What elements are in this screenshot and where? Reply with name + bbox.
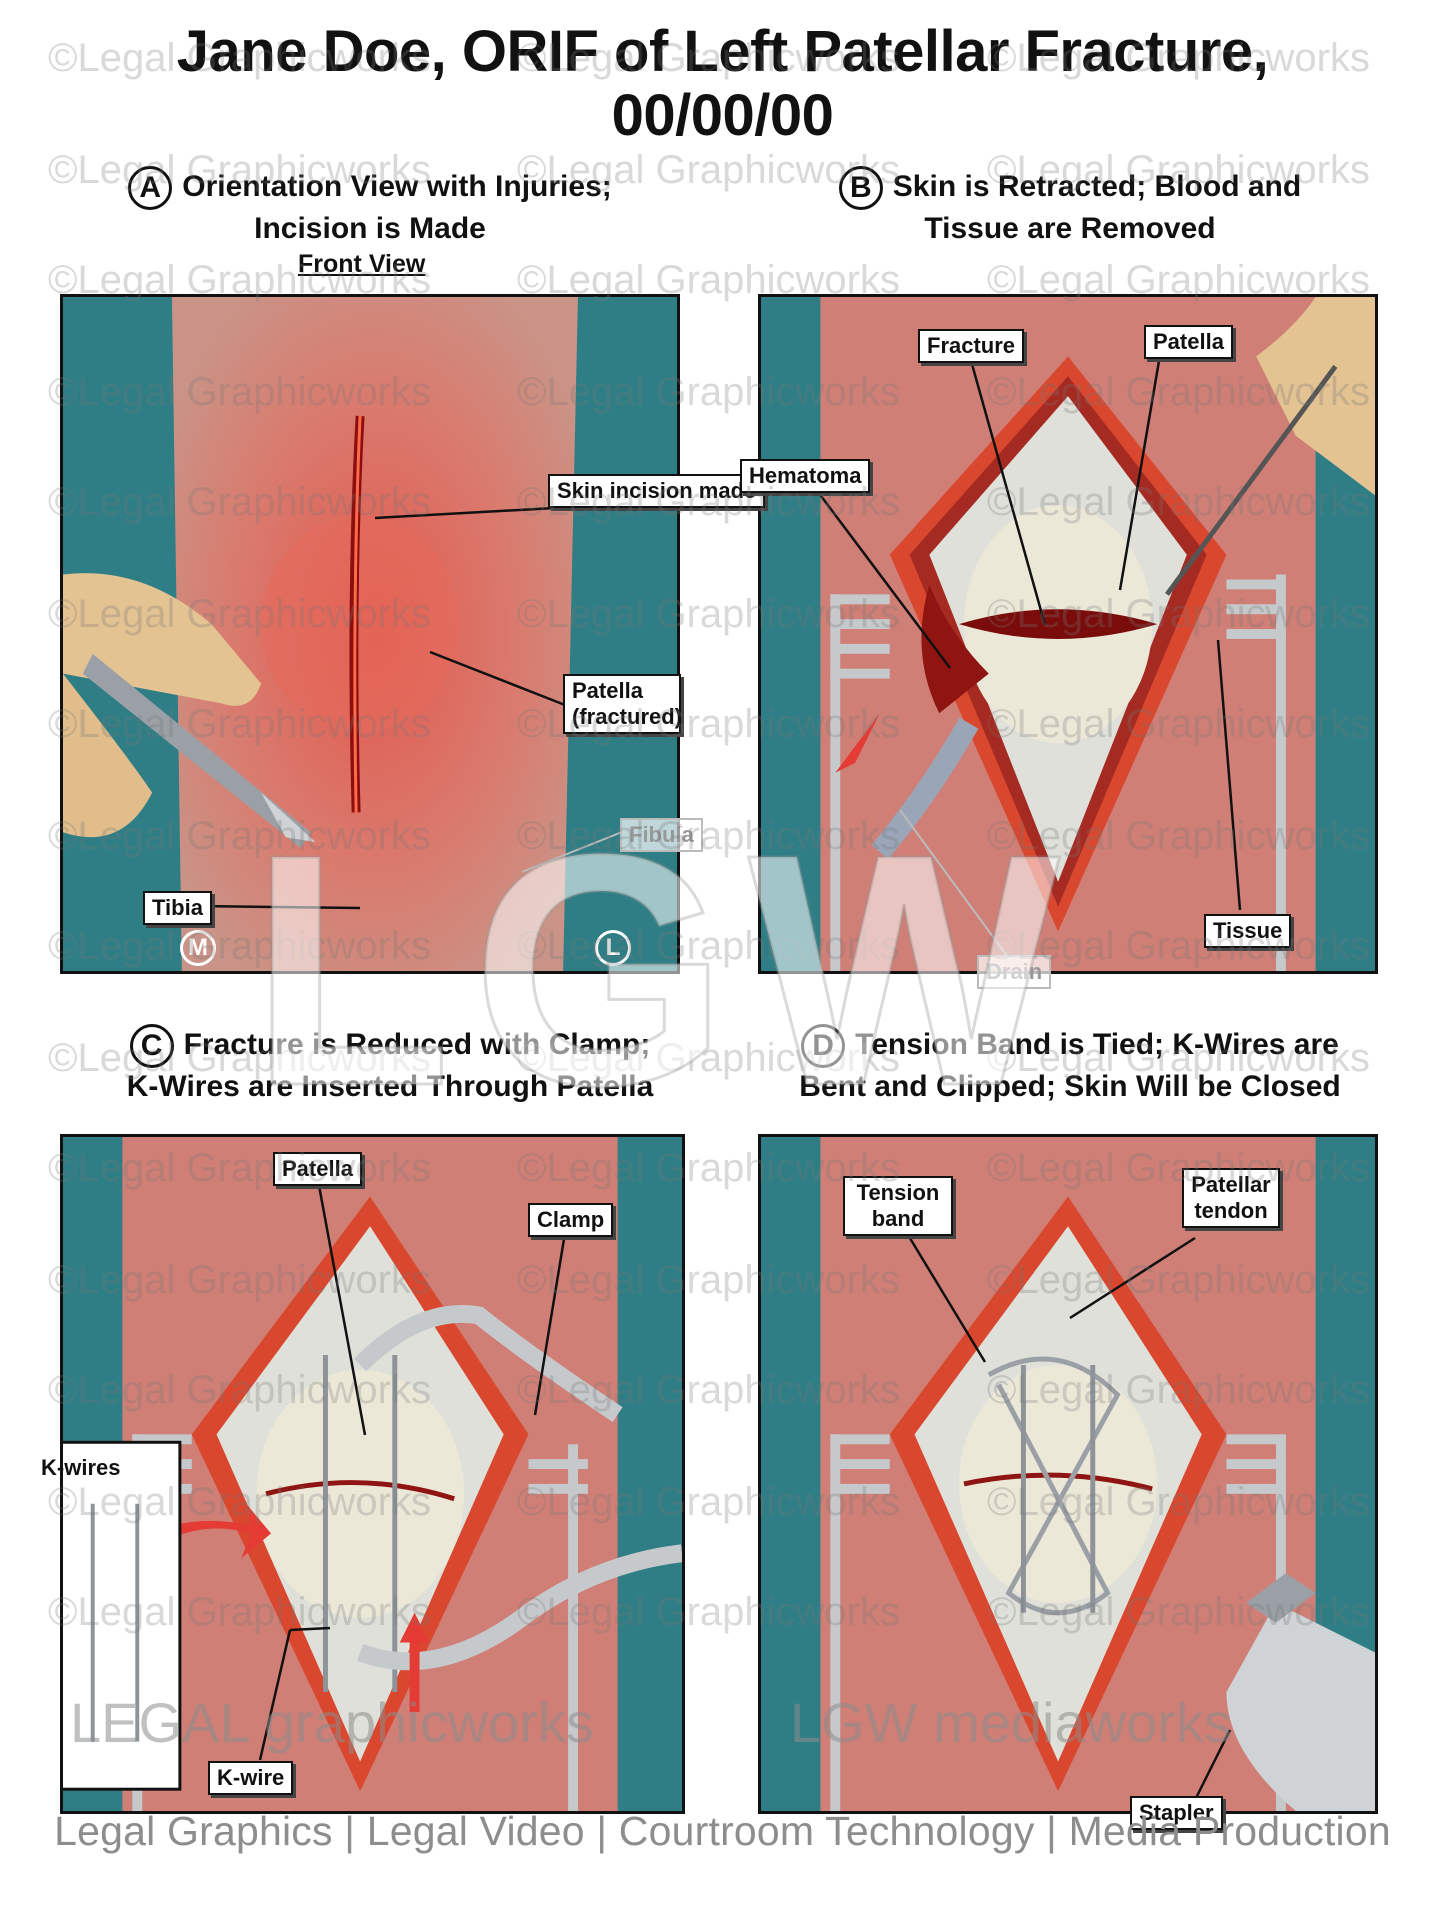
panel-c-badge: C (129, 1024, 174, 1068)
brand-lgw-mediaworks: LGW mediaworks (790, 1691, 1232, 1754)
panel-b-badge: B (838, 166, 883, 210)
panel-a-image: M L (60, 294, 680, 974)
footer-tagline: Legal Graphics | Legal Video | Courtroom… (54, 1808, 1391, 1854)
callout-k-wire: K-wire (208, 1761, 294, 1795)
panel-d-badge: D (801, 1024, 846, 1068)
callout-fibula: Fibula (620, 818, 703, 852)
callout-tissue: Tissue (1204, 914, 1292, 948)
main-title-line2: 00/00/00 (611, 83, 834, 148)
panel-a-title-line1: Orientation View with Injuries; (182, 169, 612, 203)
panel-a-title: A Orientation View with Injuries; Incisio… (100, 166, 640, 247)
callout-patella-b: Patella (1144, 325, 1233, 359)
panel-c-title-line1: Fracture is Reduced with Clamp; (183, 1027, 651, 1061)
panel-d-title-line1: Tension Band is Tied; K-Wires are (855, 1027, 1339, 1061)
callout-patella-c: Patella (273, 1152, 362, 1186)
panel-b-image (758, 294, 1378, 974)
brand-legal-graphicworks: LEGAL graphicworks (70, 1691, 594, 1754)
panel-c-title-line2: K-Wires are Inserted Through Patella (126, 1070, 654, 1103)
callout-hematoma: Hematoma (740, 459, 871, 493)
callout-stapler: Stapler (1130, 1796, 1223, 1830)
panel-b-illustration (761, 297, 1375, 971)
main-title-line1: Jane Doe, ORIF of Left Patellar Fracture… (176, 19, 1269, 84)
panel-b-title-line2: Tissue are Removed (924, 212, 1216, 245)
panel-b-title: B Skin is Retracted; Blood and Tissue are… (820, 166, 1320, 247)
panel-a-badge: A (128, 166, 173, 210)
panel-d-title-line2: Bent and Clipped; Skin Will be Closed (799, 1070, 1341, 1103)
callout-skin-incision: Skin incision made (548, 474, 766, 508)
panel-c-illustration (63, 1137, 682, 1811)
panel-b-title-line1: Skin is Retracted; Blood and (892, 169, 1302, 203)
callout-k-wires: K-wires (41, 1455, 121, 1480)
panel-c-title: C Fracture is Reduced with Clamp; K-Wires… (100, 1024, 680, 1105)
callout-tibia: Tibia (143, 891, 212, 925)
medial-marker: M (180, 930, 216, 966)
callout-drain: Drain (977, 955, 1052, 989)
callout-patella-fractured: Patella (fractured) (563, 674, 682, 734)
lateral-marker: L (595, 930, 631, 966)
panel-d-title: D Tension Band is Tied; K-Wires are Bent … (770, 1024, 1370, 1105)
panel-a-subtitle: Front View (298, 250, 426, 278)
callout-tension-band: Tension band (843, 1176, 953, 1236)
panel-c-image (60, 1134, 685, 1814)
callout-patellar-tendon: Patellar tendon (1182, 1168, 1280, 1228)
panel-a-illustration (63, 297, 677, 971)
callout-fracture: Fracture (918, 329, 1025, 363)
callout-clamp: Clamp (528, 1203, 614, 1237)
panel-a-title-line2: Incision is Made (254, 212, 486, 245)
